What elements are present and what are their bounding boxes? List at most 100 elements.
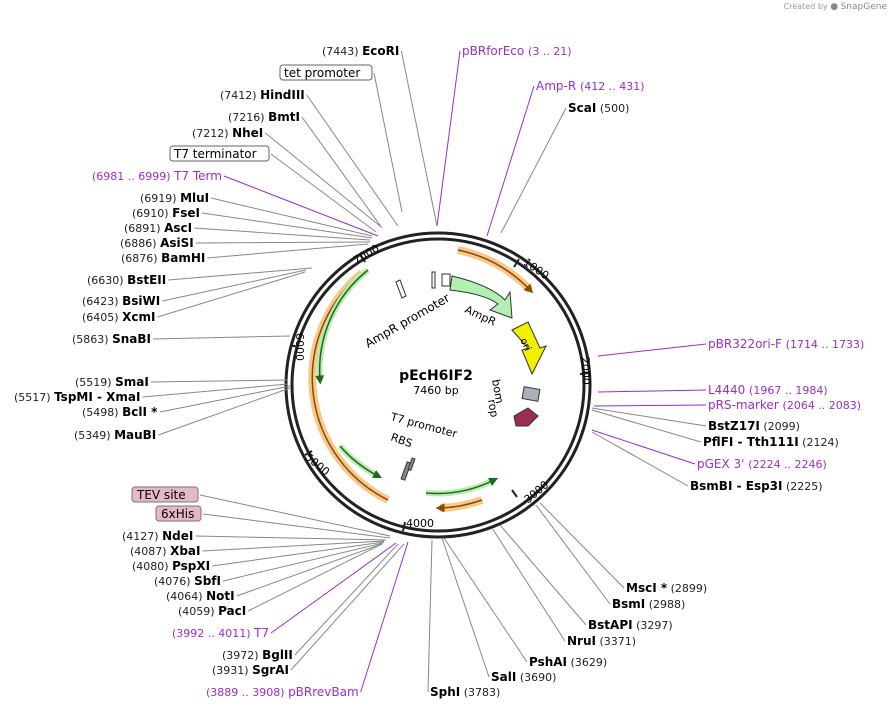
primer-label-pbr322orif: pBR322ori-F (1714 .. 1733): [708, 337, 864, 351]
enzyme-label-nhei: (7212) NheI: [192, 126, 263, 140]
backbone-outer: [284, 231, 592, 539]
enzyme-label-bsmbiesp3i: BsmBI - Esp3I (2225): [690, 479, 823, 493]
leader-line: [591, 431, 689, 487]
primer-label-pgex3: pGEX 3' (2224 .. 2246): [697, 457, 827, 471]
primer-label-t7: (3992 .. 4011) T7: [172, 626, 269, 640]
left-label-7: (6910) FseI: [132, 206, 200, 220]
bom-box: [521, 386, 541, 402]
tag-box: [131, 486, 199, 503]
right-label-1: pBRforEco (3 .. 21): [462, 44, 572, 58]
backbone-inner: [290, 237, 586, 533]
right-label-6: pRS-marker (2064 .. 2083): [708, 398, 861, 412]
leader-line: [202, 540, 385, 552]
enzyme-label-ndei: (4127) NdeI: [122, 529, 193, 543]
right-label-11: MscI * (2899): [626, 581, 707, 595]
enzyme-label-bsteii: (6630) BstEII: [87, 273, 166, 287]
enzyme-label-pflfitth111i: PflFI - Tth111I (2124): [703, 435, 839, 449]
enzyme-label-tspmixmai: (5517) TspMI - XmaI: [14, 390, 140, 404]
enzyme-label-pshai: PshAI (3629): [529, 655, 607, 669]
ampr-arrow: [449, 275, 513, 319]
leader-line: [158, 387, 291, 436]
primer-label-t7term: (6981 .. 6999) T7 Term: [92, 169, 222, 183]
enzyme-label-bamhi: (6876) BamHI: [121, 251, 205, 265]
right-label-17: SphI (3783): [430, 685, 500, 699]
enzyme-label-sali: SalI (3690): [491, 670, 556, 684]
enzyme-label-bglii: (3972) BglII: [222, 648, 293, 662]
left-label-4: T7 terminator: [169, 145, 270, 162]
right-label-5: L4440 (1967 .. 1984): [708, 383, 828, 397]
leader-line: [591, 407, 707, 427]
leader-line: [194, 227, 371, 241]
right-label-12: BsmI (2988): [612, 597, 685, 611]
leader-line: [222, 542, 384, 582]
ampr-promoter-label: AmpR promoter: [363, 291, 453, 351]
leader-line: [236, 543, 383, 597]
enzyme-label-maubi: (5349) MauBI: [74, 428, 156, 442]
enzyme-label-nrui: NruI (3371): [567, 634, 636, 648]
left-label-13: (6405) XcmI: [82, 310, 155, 324]
feature-arc-green-lowerleft-line: [339, 445, 382, 479]
enzyme-label-fsei: (6910) FseI: [132, 206, 200, 220]
left-label-2: (7216) BmtI: [228, 110, 300, 124]
enzyme-label-noti: (4064) NotI: [166, 589, 235, 603]
tag-box: [155, 505, 202, 522]
leader-line: [150, 379, 289, 383]
leader-line: [195, 535, 387, 541]
primer-label-prsmarker: pRS-marker (2064 .. 2083): [708, 398, 861, 412]
leader-line: [270, 542, 397, 634]
primer-label-pbrrevbam: (3889 .. 3908) pBRrevBam: [206, 685, 359, 699]
left-label-26: (4059) PacI: [178, 604, 246, 618]
left-label-1: (7412) HindIII: [220, 88, 305, 102]
leader-line: [306, 94, 399, 227]
feature-box: [169, 145, 270, 162]
enzyme-label-bstapi: BstAPI (3297): [588, 618, 673, 632]
left-label-19: TEV site: [131, 486, 199, 503]
right-label-8: PflFI - Tth111I (2124): [703, 435, 839, 449]
left-label-10: (6876) BamHI: [121, 251, 205, 265]
leader-line: [539, 502, 625, 589]
leader-line: [294, 543, 399, 656]
right-label-3: ScaI (500): [568, 101, 629, 115]
feature-arc-orange-top-line: [457, 249, 534, 294]
enzyme-label-bsmi: BsmI (2988): [612, 597, 685, 611]
rop-label: rop: [485, 398, 501, 418]
leader-line: [486, 85, 535, 237]
ampr-promoter-arrow: [395, 279, 407, 299]
leader-line: [491, 527, 566, 642]
left-label-18: (5349) MauBI: [74, 428, 156, 442]
enzyme-label-asisi: (6886) AsiSI: [120, 236, 194, 250]
leader-line: [207, 243, 369, 259]
leader-lines: [142, 50, 707, 693]
t7-terminator-box: [431, 271, 436, 289]
enzyme-label-hindiii: (7412) HindIII: [220, 88, 305, 102]
leader-line: [360, 541, 409, 693]
leader-line: [159, 385, 291, 413]
enzyme-label-sphi: SphI (3783): [430, 685, 500, 699]
credit-brand: SnapGene: [840, 2, 887, 12]
enzyme-label-sbfi: (4076) SbfI: [154, 574, 221, 588]
credit-prefix: Created by: [783, 2, 828, 11]
enzyme-label-smai: (5519) SmaI: [75, 375, 149, 389]
feature-arc-orange-bottom-line: [435, 499, 483, 513]
feature-arc-green-bottom-line: [425, 477, 499, 495]
left-label-30: (3889 .. 3908) pBRrevBam: [206, 685, 359, 699]
leader-line: [441, 537, 490, 678]
tag-label: TEV site: [136, 488, 186, 502]
left-label-6: (6919) MluI: [140, 191, 209, 205]
feature-arc-orange-left-line: [311, 272, 389, 501]
left-label-21: (4127) NdeI: [122, 529, 193, 543]
leader-line: [591, 409, 702, 443]
snapgene-credit: Created by ● SnapGene: [784, 2, 887, 12]
enzyme-label-mlui: (6919) MluI: [140, 191, 209, 205]
tick-label-6000: 6000: [293, 333, 306, 361]
enzyme-label-sgrai: (3931) SgrAI: [212, 663, 289, 677]
leader-line: [162, 269, 307, 302]
leader-line: [593, 404, 707, 407]
left-label-9: (6886) AsiSI: [120, 236, 194, 250]
leader-line: [301, 116, 383, 229]
right-label-16: SalI (3690): [491, 670, 556, 684]
leader-line: [270, 153, 377, 233]
enzyme-label-ecori: (7443) EcoRI: [322, 44, 399, 58]
